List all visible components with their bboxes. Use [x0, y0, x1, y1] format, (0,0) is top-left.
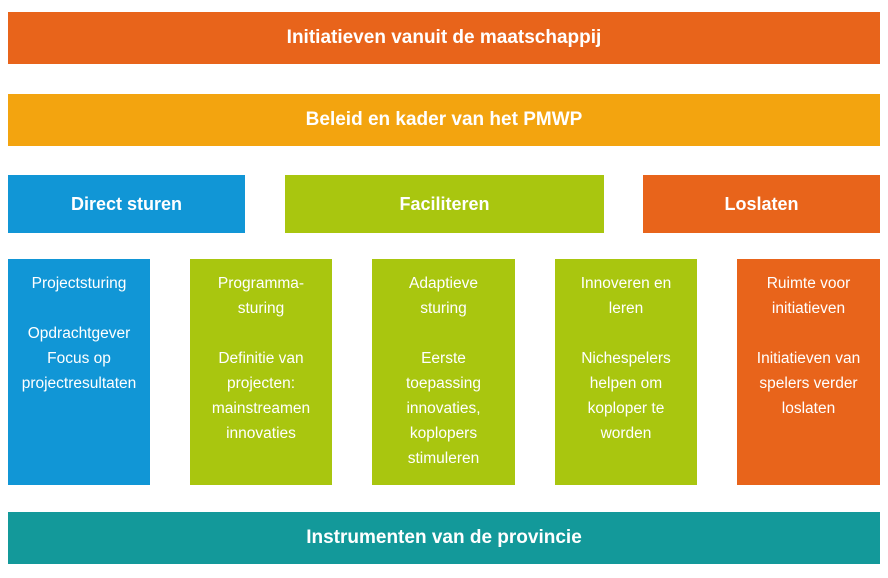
mode-letting-go: Loslaten: [643, 175, 880, 233]
provincial-instruments-bar: Instrumenten van de provincie: [8, 512, 880, 564]
card-body: Eerste toepassing innovaties, koplopers …: [372, 346, 515, 471]
card-project-steering: Projectsturing Opdrachtgever Focus op pr…: [8, 259, 150, 485]
card-body-line: Focus op: [47, 350, 111, 367]
card-title: Innoveren en leren: [555, 271, 697, 321]
card-body-line: worden: [600, 425, 652, 442]
card-body-line: toepassing: [406, 375, 481, 392]
card-title-line: initiatieven: [771, 300, 846, 317]
bottom-bar-label: Instrumenten van de provincie: [306, 527, 582, 548]
card-title-line: Innoveren en: [580, 275, 672, 292]
card-title: Adaptieve sturing: [372, 271, 515, 321]
top-bar-societal-initiatives: Initiatieven vanuit de maatschappij: [8, 12, 880, 64]
card-title-line: Projectsturing: [31, 275, 127, 292]
card-body-line: Definitie van: [218, 350, 304, 367]
card-title-line: sturing: [420, 300, 467, 317]
card-title-line: Adaptieve: [409, 275, 478, 292]
card-innovate-and-learn: Innoveren en leren Nichespelers helpen o…: [555, 259, 697, 485]
policy-bar-label: Beleid en kader van het PMWP: [305, 109, 583, 130]
card-program-steering: Programma- sturing Definitie van project…: [190, 259, 332, 485]
card-body: Opdrachtgever Focus op projectresultaten: [8, 321, 150, 396]
card-body-line: koplopers: [409, 425, 478, 442]
card-body-line: Nichespelers: [581, 350, 671, 367]
card-title-line: leren: [608, 300, 644, 317]
card-title-line: Programma-: [217, 275, 305, 292]
card-body-line: innovaties,: [406, 400, 481, 417]
policy-framework-bar: Beleid en kader van het PMWP: [8, 94, 880, 146]
card-title: Projectsturing: [8, 271, 150, 296]
card-body-line: innovaties: [226, 425, 296, 442]
card-room-for-initiatives: Ruimte voor initiatieven Initiatieven va…: [737, 259, 880, 485]
card-body: Initiatieven van spelers verder loslaten: [737, 346, 880, 421]
card-body-line: spelers verder: [759, 375, 858, 392]
card-title-line: Ruimte voor: [766, 275, 851, 292]
card-body-line: projectresultaten: [21, 375, 137, 392]
mode-direct-steering: Direct sturen: [8, 175, 245, 233]
card-body-line: koploper te: [587, 400, 665, 417]
card-body-line: Opdrachtgever: [27, 325, 131, 342]
top-bar-label: Initiatieven vanuit de maatschappij: [286, 27, 602, 48]
card-title-line: sturing: [237, 300, 285, 317]
card-body-line: Initiatieven van: [756, 350, 861, 367]
card-body-line: loslaten: [781, 400, 836, 417]
card-body: Definitie van projecten: mainstreamen in…: [190, 346, 332, 446]
mode-facilitating: Faciliteren: [285, 175, 604, 233]
card-body: Nichespelers helpen om koploper te worde…: [555, 346, 697, 446]
mode-direct-label: Direct sturen: [70, 193, 183, 214]
card-body-line: Eerste: [421, 350, 466, 367]
card-body-line: mainstreamen: [211, 400, 311, 417]
mode-release-label: Loslaten: [724, 193, 799, 214]
card-body-line: projecten:: [226, 375, 296, 392]
card-adaptive-steering: Adaptieve sturing Eerste toepassing inno…: [372, 259, 515, 485]
card-body-line: helpen om: [589, 375, 663, 392]
card-body-line: stimuleren: [407, 450, 480, 467]
mode-facilitate-label: Faciliteren: [399, 193, 490, 214]
card-title: Ruimte voor initiatieven: [737, 271, 880, 321]
card-title: Programma- sturing: [190, 271, 332, 321]
